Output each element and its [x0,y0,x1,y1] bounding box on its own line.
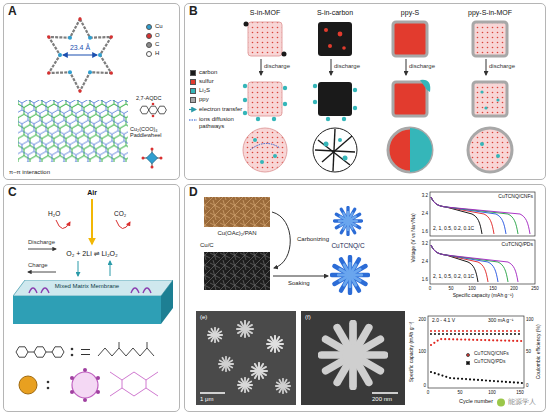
band-label: Mixed Matrix Membrane [55,283,119,290]
figure-panel: A [3,3,180,180]
figure-label: S-in-carbon [317,9,353,17]
figure-label: Air [87,189,97,197]
figure-label: 100 [468,286,476,291]
panel-letter: C [8,186,17,199]
cutcnq-synthesis-and-data [196,192,535,407]
legend-swatch [466,361,470,365]
figure-label: Discharge [28,239,55,246]
figure-label: S-in-MOF [250,9,280,17]
figure-label: ppy-S [401,9,419,17]
figure-label: 2,7-AQDC [136,95,161,101]
figure-label: 100 [488,390,496,395]
legend-text: carbon [199,69,217,76]
membrane-band: Mixed Matrix Membrane [13,280,173,328]
figure-label: 3.2 [422,193,428,198]
figure-label: 250 [531,286,539,291]
axis-title: Specific capacity (mAh g⁻¹) [409,322,415,383]
figure-label: 2.4 [422,259,428,264]
figure-label: 200 [418,317,426,322]
mof-star [47,17,113,92]
figure-label: CuTCNQ/CNFs [498,194,533,200]
figure-label: Soaking [288,280,310,287]
figure-label: discharge [409,63,435,70]
figure-label: (f) [305,314,311,321]
panel-letter: A [8,5,17,18]
axis-title: Coulombic efficiency (%) [535,325,541,380]
legend-text: O [155,32,160,39]
figure-label: discharge [489,63,515,70]
panel-letter: D [189,186,198,199]
figure-label: Cu/C [200,242,214,249]
legend-text: H [155,50,159,57]
axis-title: Voltage (V vs Na⁺/Na) [411,213,417,262]
figure-label: 50 [526,349,531,354]
figure-label: Cu₂(COO)₄ Paddlewheel [130,126,176,139]
legend-swatch [146,24,152,30]
legend-swatch [190,79,196,85]
legend-swatch [190,70,196,76]
figure-label: 0 [423,383,426,388]
legend-text: C [155,41,159,48]
figure-label: 100 [418,349,426,354]
figure-label: Cu(OAc)₂/PAN [217,230,256,237]
figure-label: 1 μm [200,396,213,403]
figure-label: 150 [489,286,497,291]
figure-label: 50 [448,286,453,291]
legend-text: sulfur [199,78,214,85]
figure-label: Carbonizing [297,236,329,243]
figure-label: Cycle number [459,398,493,404]
figure-label: discharge [334,63,360,70]
legend-text: CuTCNQ/CNFs [474,351,509,357]
figure-label: CuTCNQ/PDs [502,242,533,248]
figure-label: 100 [526,317,534,322]
figure-label: 200 nm [372,396,392,403]
figure-label: 50 [457,390,462,395]
figure-label: 2.4 [422,211,428,216]
legend-text: ppy [199,96,209,103]
legend-swatch [146,33,152,39]
legend-text: ions diffusion pathways [199,116,241,130]
figure-panel: B [184,3,546,180]
figure-label: 2, 1, 0.5, 0.2, 0.1C [432,226,475,232]
figure-label: CO₂ [114,210,126,217]
legend-text: electron transfer [199,106,242,113]
legend-swatch [190,97,196,103]
figure-label: 3.2 [422,241,428,246]
figure-label: 200 [510,286,518,291]
legend-text: CuTCNQ/PDs [474,359,505,365]
legend-text: Cu [155,23,163,30]
figure-label: H₂O [48,210,60,217]
figure-label: 23.4 Å [70,44,90,52]
legend-swatch [466,353,470,357]
legend-swatch [190,88,196,94]
figure-label: 0 [526,383,529,388]
figure-label: CuTCNQ/C [331,242,364,249]
legend-swatch [146,42,152,48]
figure-label: π–π interaction [8,169,51,176]
figure-panel: C Mixed Matrix Membrane [3,184,180,412]
figure-label: 0 [429,286,432,291]
figure-label: 2.0 - 4.1 V [432,318,455,324]
figure-label: Charge [28,262,48,269]
legend-text: Li₂S [199,87,210,94]
figure-label: 2, 1, 0.5, 0.2, 0.1C [432,274,475,280]
figure-label: 能源学人 [508,398,536,406]
figure-label: 0 [427,390,430,395]
figure-label: discharge [264,63,290,70]
figure-label: (e) [200,314,207,321]
panel-letter: B [189,5,198,18]
figure-label: O₂ + 2Li ⇌ Li₂O₂ [66,250,118,258]
figure-label: 300 mA g⁻¹ [488,318,513,324]
legend-swatch [146,51,152,57]
figure-label: ppy-S-in-MOF [468,9,512,17]
figure-label: 150 [516,390,524,395]
figure-label: 1.6 [422,229,428,234]
figure-label: Specific capacity (mAh g⁻¹) [453,293,514,299]
figure-label: 1.6 [422,277,428,282]
sulfur-cathode-schematics [189,22,512,173]
